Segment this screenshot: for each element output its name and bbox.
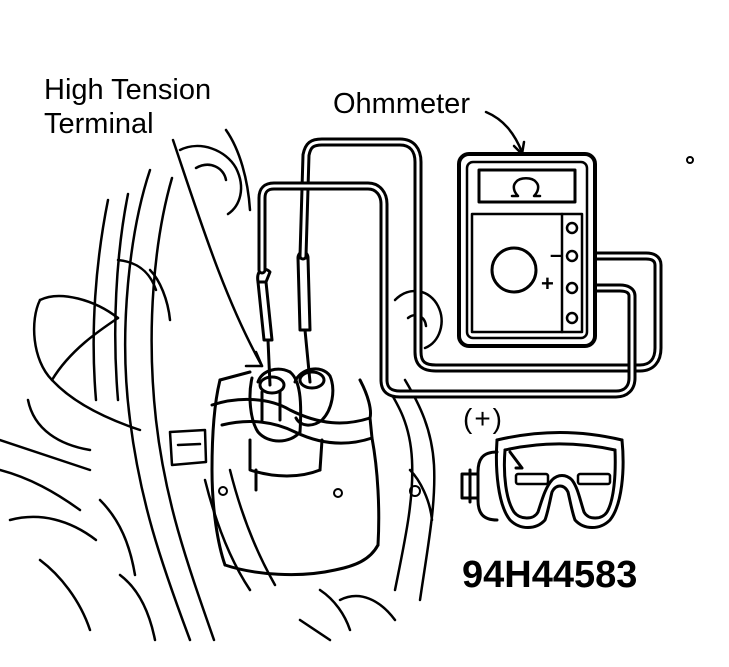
meter-terminal-1 — [565, 221, 579, 235]
high-tension-label-line1: High Tension — [44, 74, 212, 106]
figure-code: 94H44583 — [462, 554, 638, 596]
ohmmeter-label: Ohmmeter — [333, 88, 470, 120]
meter-terminal-4 — [565, 311, 579, 325]
leader-lines — [171, 110, 526, 368]
coil-connector-icon — [460, 431, 625, 529]
meter-display — [477, 168, 577, 204]
meter-terminal-minus — [565, 249, 579, 263]
test-probes — [256, 250, 312, 387]
meter-terminal-plus — [565, 281, 579, 295]
ignition-coil — [210, 367, 381, 577]
plus-terminal-label: (+) — [463, 403, 504, 434]
engine-lineart — [0, 128, 694, 642]
test-leads — [257, 137, 663, 399]
ohmmeter — [457, 152, 597, 348]
selector-dial — [490, 246, 538, 294]
high-tension-label-line2: Terminal — [44, 108, 154, 140]
meter-plus-label: + — [541, 271, 554, 296]
ohm-symbol-icon — [510, 177, 542, 198]
meter-minus-label: – — [550, 242, 563, 267]
